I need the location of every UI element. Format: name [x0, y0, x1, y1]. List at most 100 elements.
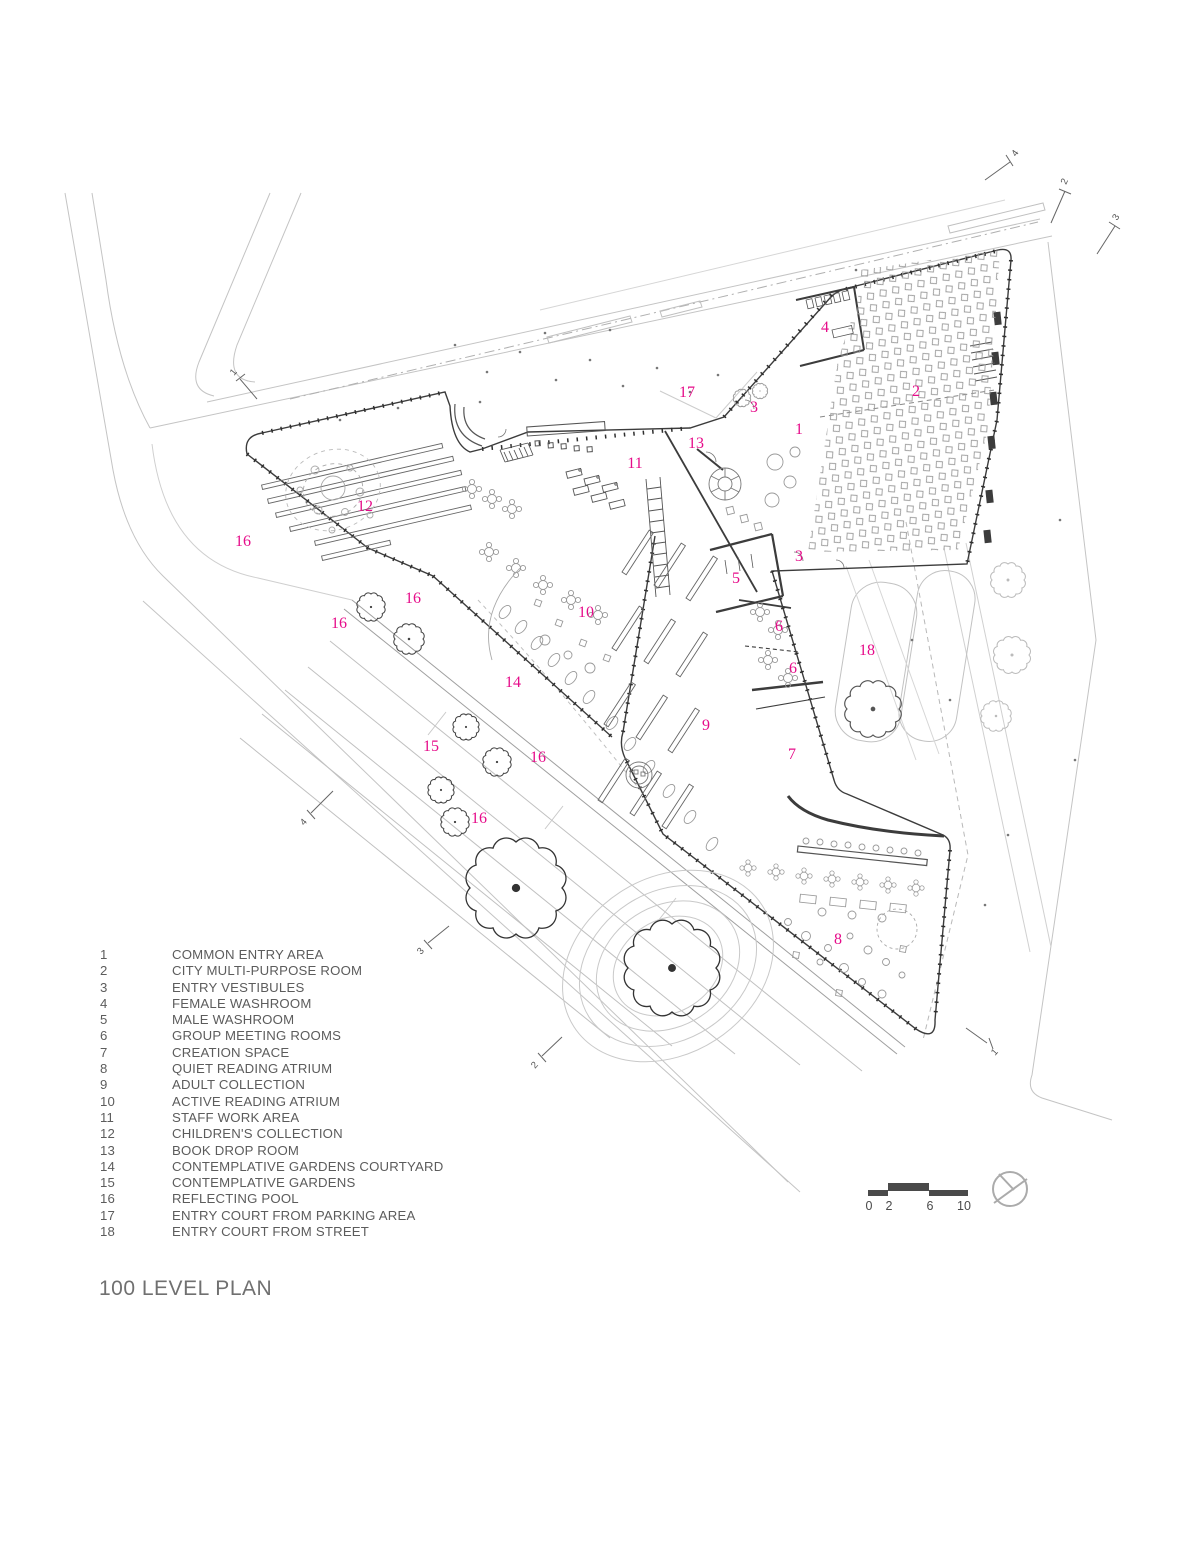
- section-number: 3: [1110, 212, 1122, 222]
- legend-number: 4: [100, 995, 108, 1011]
- legend-number: 1: [100, 947, 108, 962]
- room-label: 5: [732, 570, 740, 587]
- entry-court-street: [834, 559, 976, 761]
- legend-number: 3: [100, 979, 108, 995]
- legend-row: 4 FEMALE WASHROOM: [100, 996, 443, 1012]
- seating-pod: [625, 761, 653, 789]
- entry-walkway: [454, 403, 486, 447]
- section-marker: 4: [984, 148, 1021, 181]
- site-roads: [64, 192, 1113, 1193]
- street-median: [947, 202, 1046, 234]
- street-median: [546, 315, 633, 344]
- pool-edge: [151, 443, 353, 601]
- auditorium-chairs: [808, 250, 1000, 552]
- legend-number: 17: [100, 1207, 116, 1223]
- quiet-reading-furniture: [739, 837, 928, 999]
- room-label: 17: [679, 384, 695, 401]
- scale-segment: [929, 1190, 968, 1196]
- tree-contour-rings: [562, 869, 774, 1063]
- section-number: 1: [228, 367, 240, 378]
- room-label: 3: [750, 399, 758, 416]
- section-marker: 3: [1096, 212, 1122, 255]
- stepping-stones: [498, 605, 719, 851]
- scale-bar: 0 2 6 10: [866, 1183, 971, 1213]
- legend-label: CHILDREN'S COLLECTION: [172, 1126, 343, 1142]
- legend-label: FEMALE WASHROOM: [172, 995, 312, 1011]
- room-label: 14: [505, 674, 521, 691]
- legend-number: 13: [100, 1142, 116, 1158]
- folding-partition: [744, 645, 800, 653]
- road-edge: [195, 192, 271, 397]
- room-label: 1: [795, 421, 803, 438]
- building: [245, 248, 1013, 1035]
- bookshelves-adult: [597, 529, 719, 830]
- building-outline-west: [245, 432, 613, 738]
- court-lines: [845, 559, 940, 761]
- room-label: 13: [688, 435, 704, 452]
- curved-wall: [786, 795, 945, 838]
- room-label: 18: [859, 642, 875, 659]
- room-label: 16: [331, 615, 347, 632]
- street-edge: [206, 218, 1041, 403]
- washroom-fixtures: [724, 290, 854, 575]
- north-arrow-icon: [992, 1171, 1028, 1207]
- room-label: 3: [795, 548, 803, 565]
- street-far-edge: [539, 199, 1006, 311]
- legend-number: 6: [100, 1028, 108, 1044]
- facade-mullion-ticks: [245, 248, 1013, 1031]
- entry-canopy: [454, 403, 606, 453]
- scale-tick: 6: [927, 1199, 934, 1213]
- room-label: 10: [578, 604, 594, 621]
- legend-number: 11: [100, 1109, 115, 1125]
- legend-row: 16 REFLECTING POOL: [100, 1191, 443, 1207]
- trees: [356, 382, 1032, 1063]
- stair-central: [645, 476, 671, 598]
- stair-entry: [499, 442, 534, 463]
- legend-label: CONTEMPLATIVE GARDENS COURTYARD: [172, 1158, 444, 1174]
- road-edge: [233, 192, 302, 383]
- sidewalk-lines: [943, 542, 1052, 953]
- section-marker: 4: [298, 790, 334, 828]
- circular-atrium: [708, 467, 742, 501]
- section-marker: 1: [228, 367, 258, 400]
- page-title: 100 LEVEL PLAN: [99, 1277, 273, 1300]
- reading-furniture: [478, 541, 612, 674]
- section-marker: 2: [529, 1036, 563, 1071]
- section-number: 2: [529, 1060, 541, 1071]
- building-outline: [261, 248, 1012, 1035]
- section-number: 4: [1009, 148, 1021, 159]
- legend-label: ENTRY COURT FROM STREET: [172, 1224, 370, 1240]
- section-markers: 4 2 3 1 4 3 2 1: [228, 148, 1122, 1071]
- court-path: [834, 581, 918, 743]
- legend-label: REFLECTING POOL: [172, 1191, 299, 1207]
- garden-strips: [239, 640, 863, 1072]
- road-edge: [91, 192, 151, 429]
- scale-tick: 10: [957, 1199, 971, 1213]
- legend-number: 2: [100, 963, 108, 979]
- legend-number: 16: [100, 1191, 116, 1207]
- scale-segment: [888, 1183, 929, 1191]
- entry-court-parking: [659, 371, 758, 419]
- room-label: 16: [530, 749, 546, 766]
- room-label: 15: [423, 738, 439, 755]
- room-label: 6: [775, 618, 783, 635]
- courtyard-walk-edge: [343, 599, 906, 1055]
- property-dashed-line: [905, 521, 969, 1041]
- scale-tick: 2: [886, 1199, 893, 1213]
- section-marker: 2: [1050, 177, 1072, 224]
- room-label: 9: [702, 717, 710, 734]
- legend-label: COMMON ENTRY AREA: [172, 947, 324, 962]
